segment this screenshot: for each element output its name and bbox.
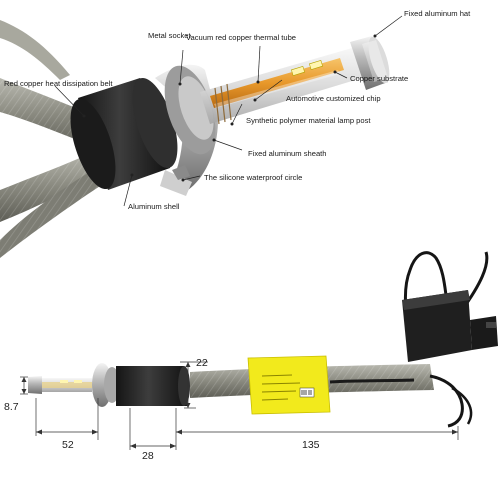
shell-body xyxy=(116,366,190,406)
leader-lines xyxy=(54,15,403,207)
dim-diameter: 8.7 xyxy=(4,401,19,413)
lamp-post-assembly xyxy=(200,48,362,125)
dimension-lines xyxy=(20,361,459,450)
label-copper-substrate: Copper substrate xyxy=(350,74,409,83)
socket-flange xyxy=(92,363,120,407)
dim-total-length: 135 xyxy=(302,439,320,451)
label-auto-chip: Automotive customized chip xyxy=(286,94,381,103)
leader-dots xyxy=(82,34,377,182)
lamp-tip xyxy=(28,376,92,394)
label-waterproof-circle: The silicone waterproof circle xyxy=(204,173,303,182)
label-heat-belt: Red copper heat dissipation belt xyxy=(4,79,113,88)
dim-base-length: 52 xyxy=(62,439,74,451)
label-metal-socket: Metal socket xyxy=(148,31,191,40)
label-fixed-aluminum-hat: Fixed aluminum hat xyxy=(404,9,471,18)
aluminum-hat-cap xyxy=(350,36,390,90)
dimension-view xyxy=(20,251,498,450)
yellow-label xyxy=(247,355,331,415)
dim-height: 22 xyxy=(196,357,208,369)
dim-mid-length: 28 xyxy=(142,450,154,462)
exploded-view xyxy=(0,15,403,258)
connector-plug xyxy=(470,316,498,350)
aluminum-shell-body xyxy=(70,77,178,190)
label-polymer-post: Synthetic polymer material lamp post xyxy=(246,116,371,125)
driver-box xyxy=(402,290,472,362)
heat-belt-strips xyxy=(0,20,104,258)
label-aluminum-sheath: Fixed aluminum sheath xyxy=(248,149,327,158)
label-vacuum-copper-tube: Vacuum red copper thermal tube xyxy=(186,33,297,42)
label-aluminum-shell: Aluminum shell xyxy=(128,202,180,211)
dimension-arrows xyxy=(21,362,458,449)
